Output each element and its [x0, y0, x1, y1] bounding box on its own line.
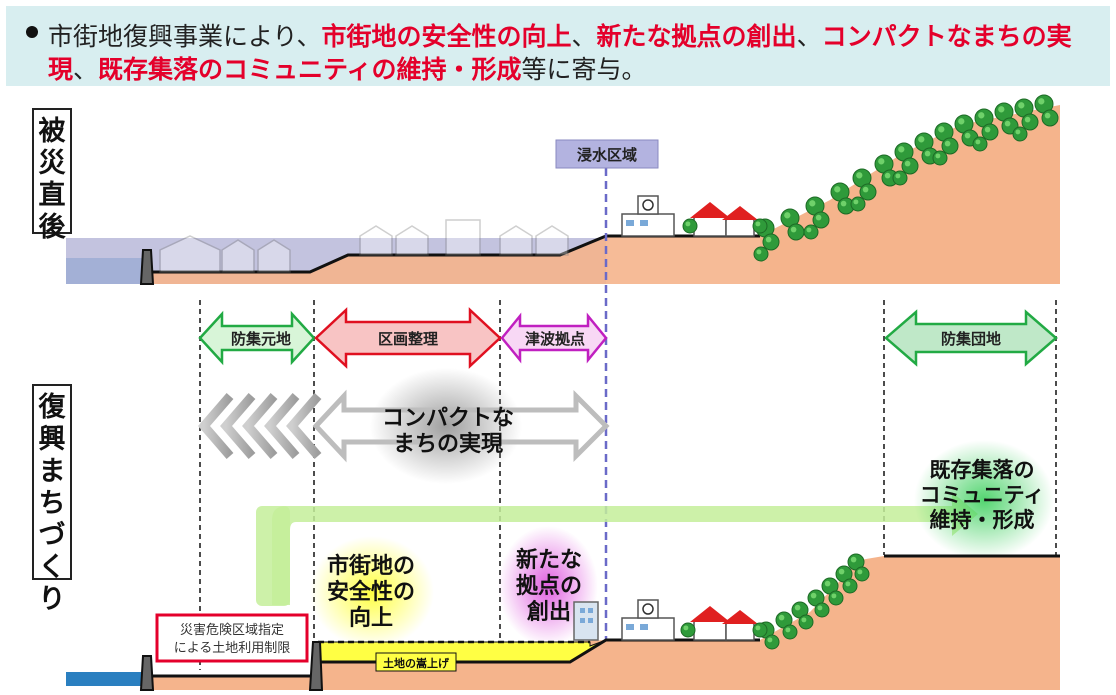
summary-sep: 、: [571, 22, 597, 51]
hub-glow: [498, 526, 598, 646]
effect-compact: コンパクトな まちの実現: [366, 406, 530, 458]
effect-new-hub: 新たな 拠点の 創出: [506, 548, 592, 626]
bullet-icon: [26, 26, 38, 38]
ground-before: [66, 105, 1060, 285]
effect-safety-line: 向上: [348, 606, 393, 631]
zone-arrows: [198, 307, 1058, 369]
compact-double-arrow: [312, 389, 610, 463]
restriction-note-box: [155, 613, 309, 663]
damaged-buildings: [159, 219, 569, 273]
town-buildings-after: [573, 599, 758, 641]
forest-after: [680, 553, 870, 650]
compact-city-graphic: [198, 368, 610, 484]
inundation-label: 浸水区域: [577, 146, 637, 164]
hillside: [760, 105, 1060, 284]
effect-safety-line: 安全性の: [326, 580, 415, 605]
secondary-seawall: [308, 641, 324, 691]
summary-prefix: 市街地復興事業により、: [48, 22, 322, 51]
zone-label-bousyu-moto: 防集元地: [230, 330, 291, 348]
summary-highlight-safety: 市街地の安全性の向上: [321, 22, 572, 51]
label-before: 被災直後: [32, 108, 72, 243]
community-arrow: [272, 492, 978, 605]
raise-label: 土地の嵩上げ: [383, 656, 450, 670]
chevrons: [198, 393, 322, 459]
compact-glow: [370, 368, 522, 484]
zone-label-kukaku: 区画整理: [377, 330, 438, 348]
summary-highlight-hub: 新たな拠点の創出: [596, 22, 797, 51]
raised-land: [317, 639, 607, 663]
zone-label-bousyu-danchi: 防集団地: [940, 330, 1001, 348]
effect-existing-community: 既存集落の コミュニティ 維持・形成: [904, 458, 1060, 533]
summary-banner: 市街地復興事業により、市街地の安全性の向上、新たな拠点の創出、コンパクトなまちの…: [6, 6, 1110, 86]
summary-text: 市街地復興事業により、市街地の安全性の向上、新たな拠点の創出、コンパクトなまちの…: [48, 20, 1092, 86]
label-after-text: 復興まちづくり: [38, 392, 66, 615]
effect-existing-line: 既存集落の: [929, 458, 1035, 482]
community-arrow-stem: [256, 506, 290, 606]
forest-before: [682, 94, 1059, 262]
summary-suffix: 等に寄与。: [521, 55, 647, 84]
effect-hub-line: 創出: [526, 600, 571, 625]
effect-existing-line: コミュニティ: [919, 483, 1045, 507]
seawall-after: [139, 655, 155, 691]
sea-after: [66, 672, 148, 686]
raise-label-box: [375, 652, 457, 672]
safety-glow: [310, 536, 434, 648]
effect-existing-line: 維持・形成: [929, 508, 1035, 532]
effect-compact-line: コンパクトな: [381, 406, 514, 431]
summary-sep: 、: [796, 22, 822, 51]
effect-hub-line: 拠点の: [515, 574, 582, 599]
zone-label-tsunami: 津波拠点: [524, 330, 585, 348]
zone-arrow-bousyu-danchi: [884, 309, 1058, 367]
effect-compact-line: まちの実現: [392, 432, 503, 457]
restriction-note-line1: 災害危険区域指定: [180, 622, 284, 638]
seawall: [139, 249, 155, 285]
inundation-label-box: [555, 139, 659, 169]
zone-arrow-bousyu-moto: [198, 310, 316, 366]
summary-highlight-compact: コンパクトなまちの実現: [48, 22, 1072, 84]
summary-highlight-community: 既存集落のコミュニティの維持・形成: [98, 55, 522, 84]
effect-hub-line: 新たな: [515, 548, 582, 573]
zone-arrow-tsunami: [500, 312, 608, 364]
effect-safety: 市街地の 安全性の 向上: [318, 554, 424, 632]
town-buildings-before: [621, 195, 758, 237]
restriction-note-line2: による土地利用制限: [174, 641, 291, 656]
community-glow: [914, 440, 1054, 560]
zone-arrow-kukaku: [314, 307, 502, 369]
label-after: 復興まちづくり: [32, 384, 72, 615]
effect-safety-line: 市街地の: [326, 554, 415, 579]
summary-sep: 、: [73, 55, 99, 84]
label-before-text: 被災直後: [38, 116, 66, 243]
